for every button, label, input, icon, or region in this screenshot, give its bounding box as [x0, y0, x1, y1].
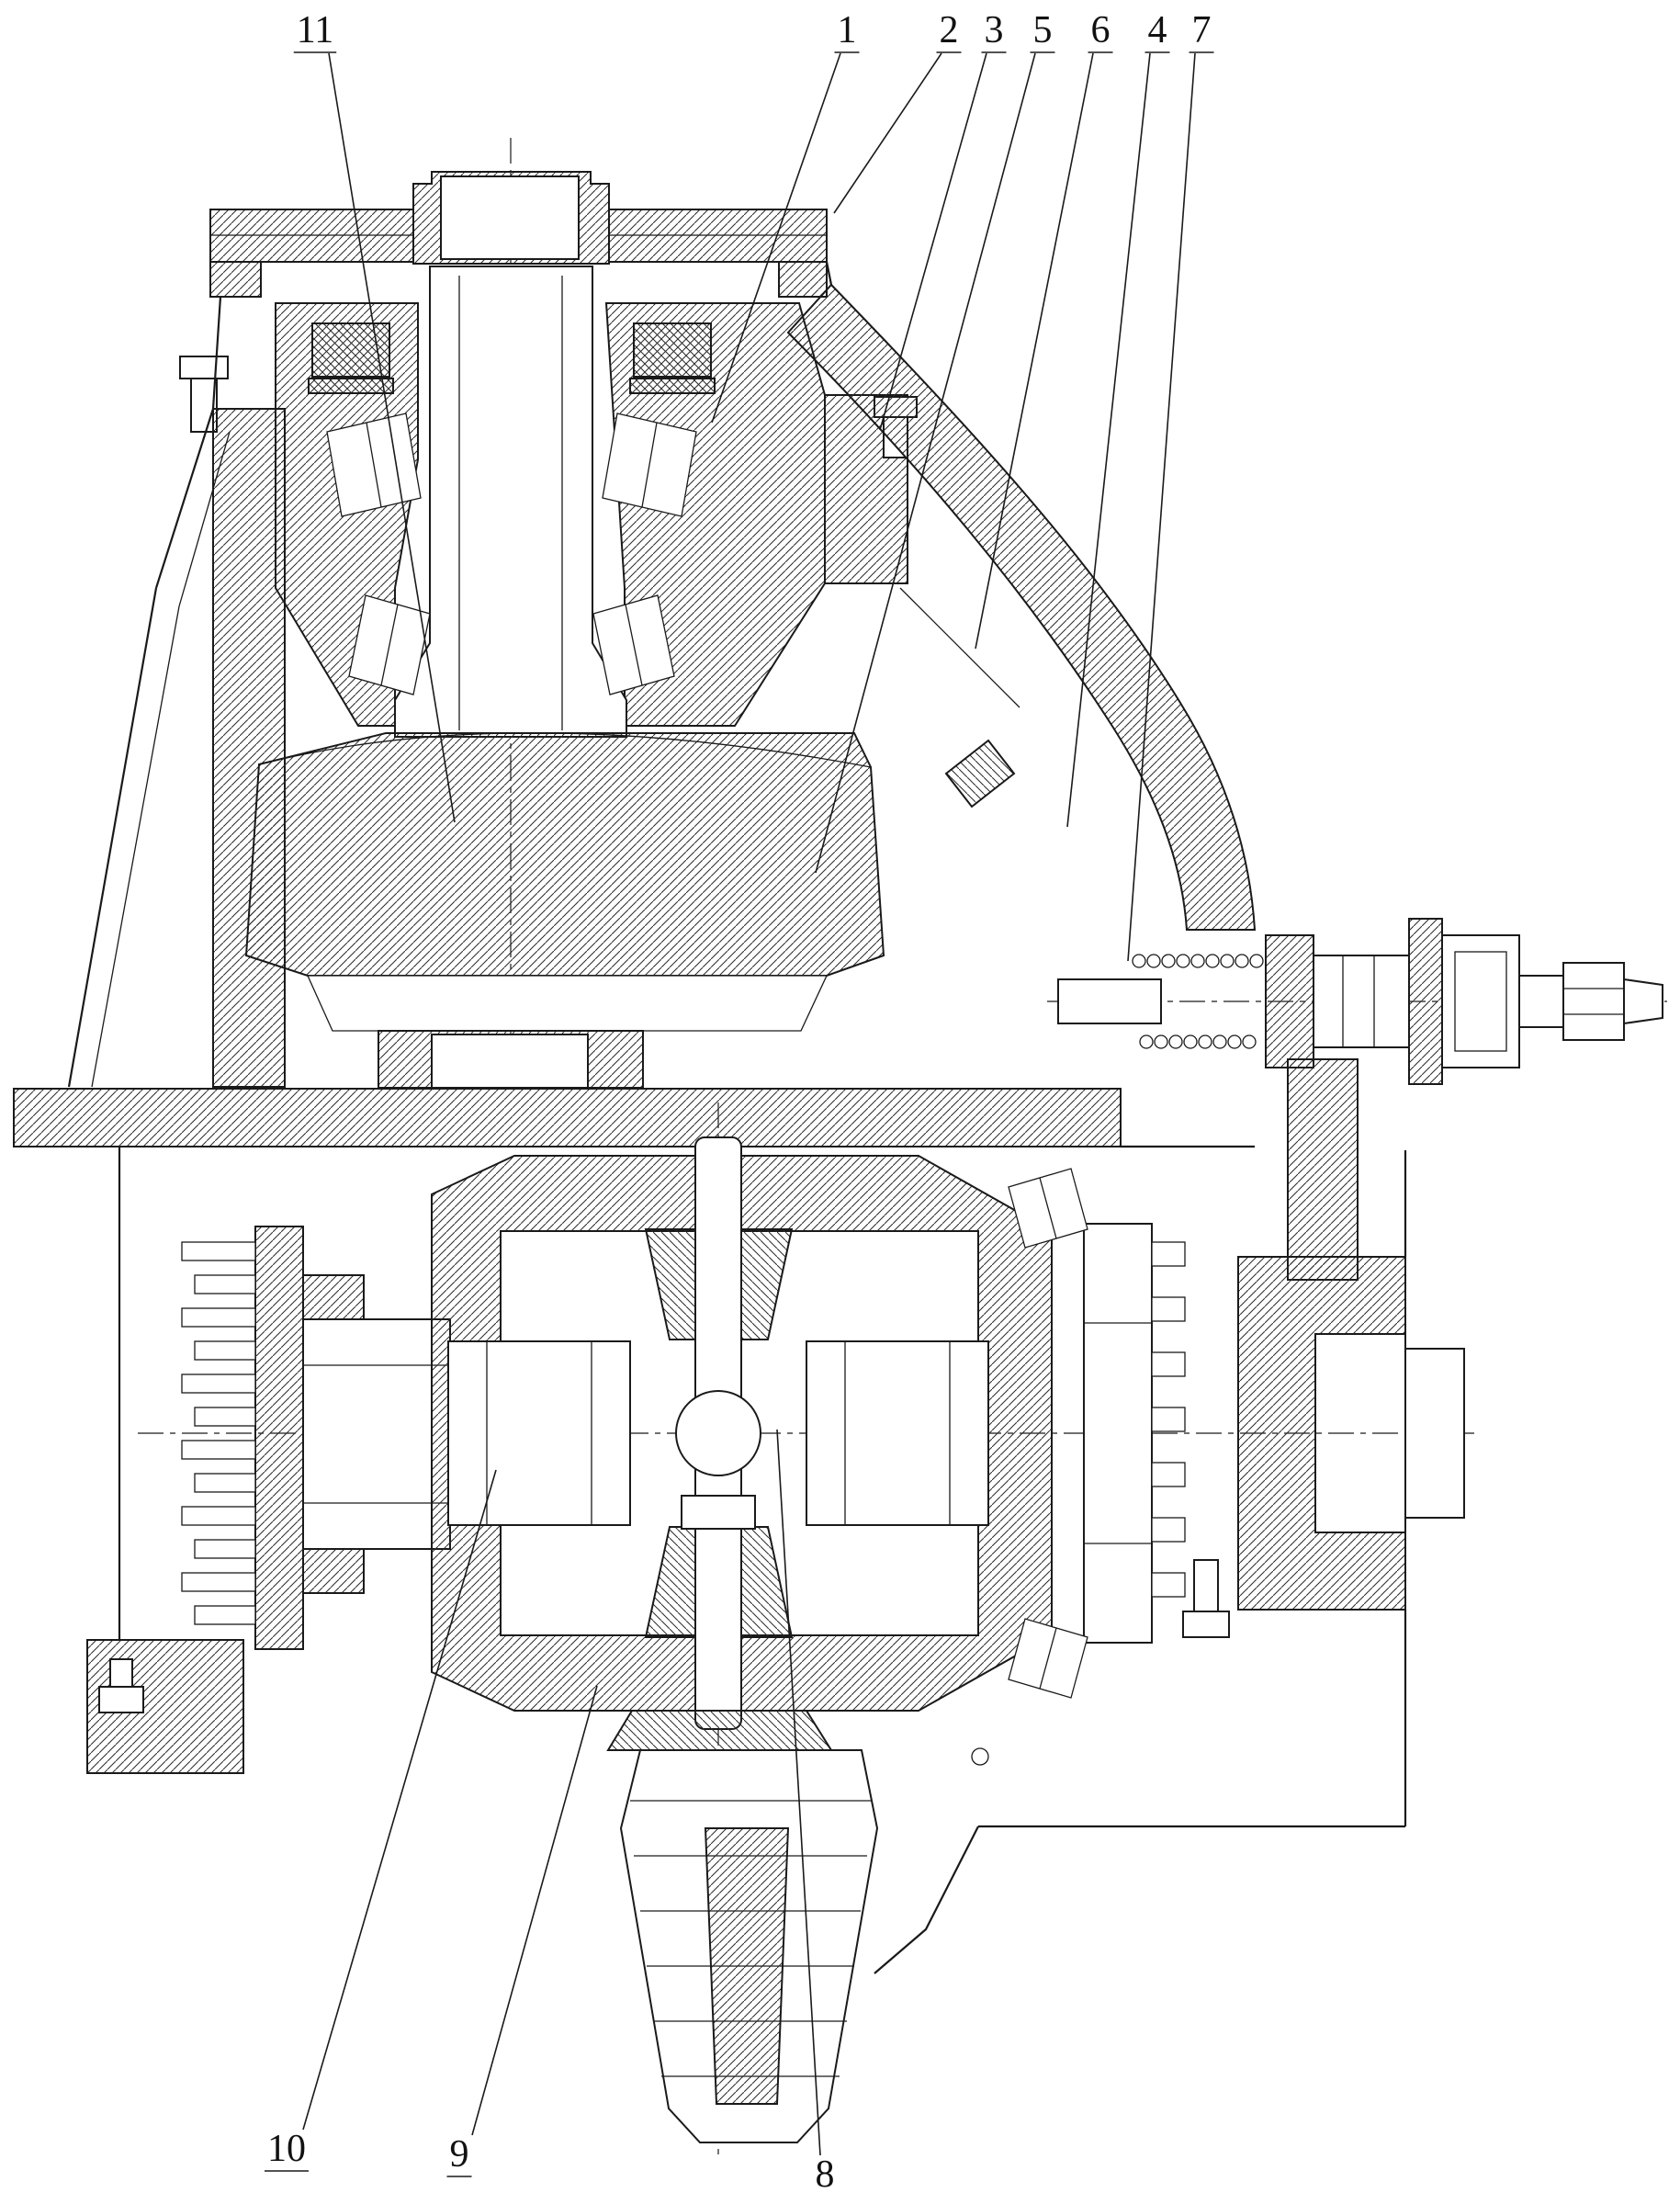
leader-line-5 — [815, 52, 1036, 874]
callout-2: 2 — [940, 9, 959, 51]
callout-10: 10 — [267, 2128, 306, 2170]
callout-9: 9 — [450, 2133, 469, 2176]
leader-line-3 — [879, 52, 987, 431]
right-housing-neck — [786, 261, 1257, 931]
callout-5: 5 — [1033, 9, 1053, 51]
leader-line-2 — [833, 52, 942, 214]
bevel-ring-gear — [244, 732, 885, 1089]
leader-line-4 — [1066, 52, 1151, 828]
left-lower-bracket — [86, 1639, 244, 1774]
shift-actuator — [1057, 918, 1663, 1281]
callout-6: 6 — [1091, 9, 1111, 51]
left-axle-tube — [302, 1274, 451, 1594]
spring-coil — [1132, 954, 1264, 1049]
callout-4: 4 — [1148, 9, 1167, 51]
leader-line-6 — [975, 52, 1094, 650]
left-spline-drum — [181, 1226, 304, 1650]
base-flange — [13, 1088, 1122, 1640]
lower-right-housing — [874, 1145, 1407, 1974]
leader-line-7 — [1127, 52, 1196, 962]
leader-line-1 — [711, 52, 841, 424]
left-housing-wall — [67, 296, 286, 1088]
callout-3: 3 — [985, 9, 1004, 51]
leader-line-11 — [328, 52, 456, 823]
tapered-roller-bearings — [326, 413, 697, 695]
differential-case — [431, 1136, 1053, 1730]
leader-line-10 — [302, 1469, 497, 2131]
callout-7: 7 — [1192, 9, 1212, 51]
leader-line-8 — [776, 1429, 821, 2156]
input-flange-assembly — [209, 171, 828, 298]
right-clutch-and-bearing — [1008, 1168, 1465, 1699]
bottom-pinion-gear — [606, 1710, 879, 2143]
leader-line-9 — [471, 1685, 598, 2136]
callout-8: 8 — [816, 2153, 835, 2193]
callout-1: 1 — [838, 9, 857, 51]
callout-11: 11 — [297, 9, 333, 51]
